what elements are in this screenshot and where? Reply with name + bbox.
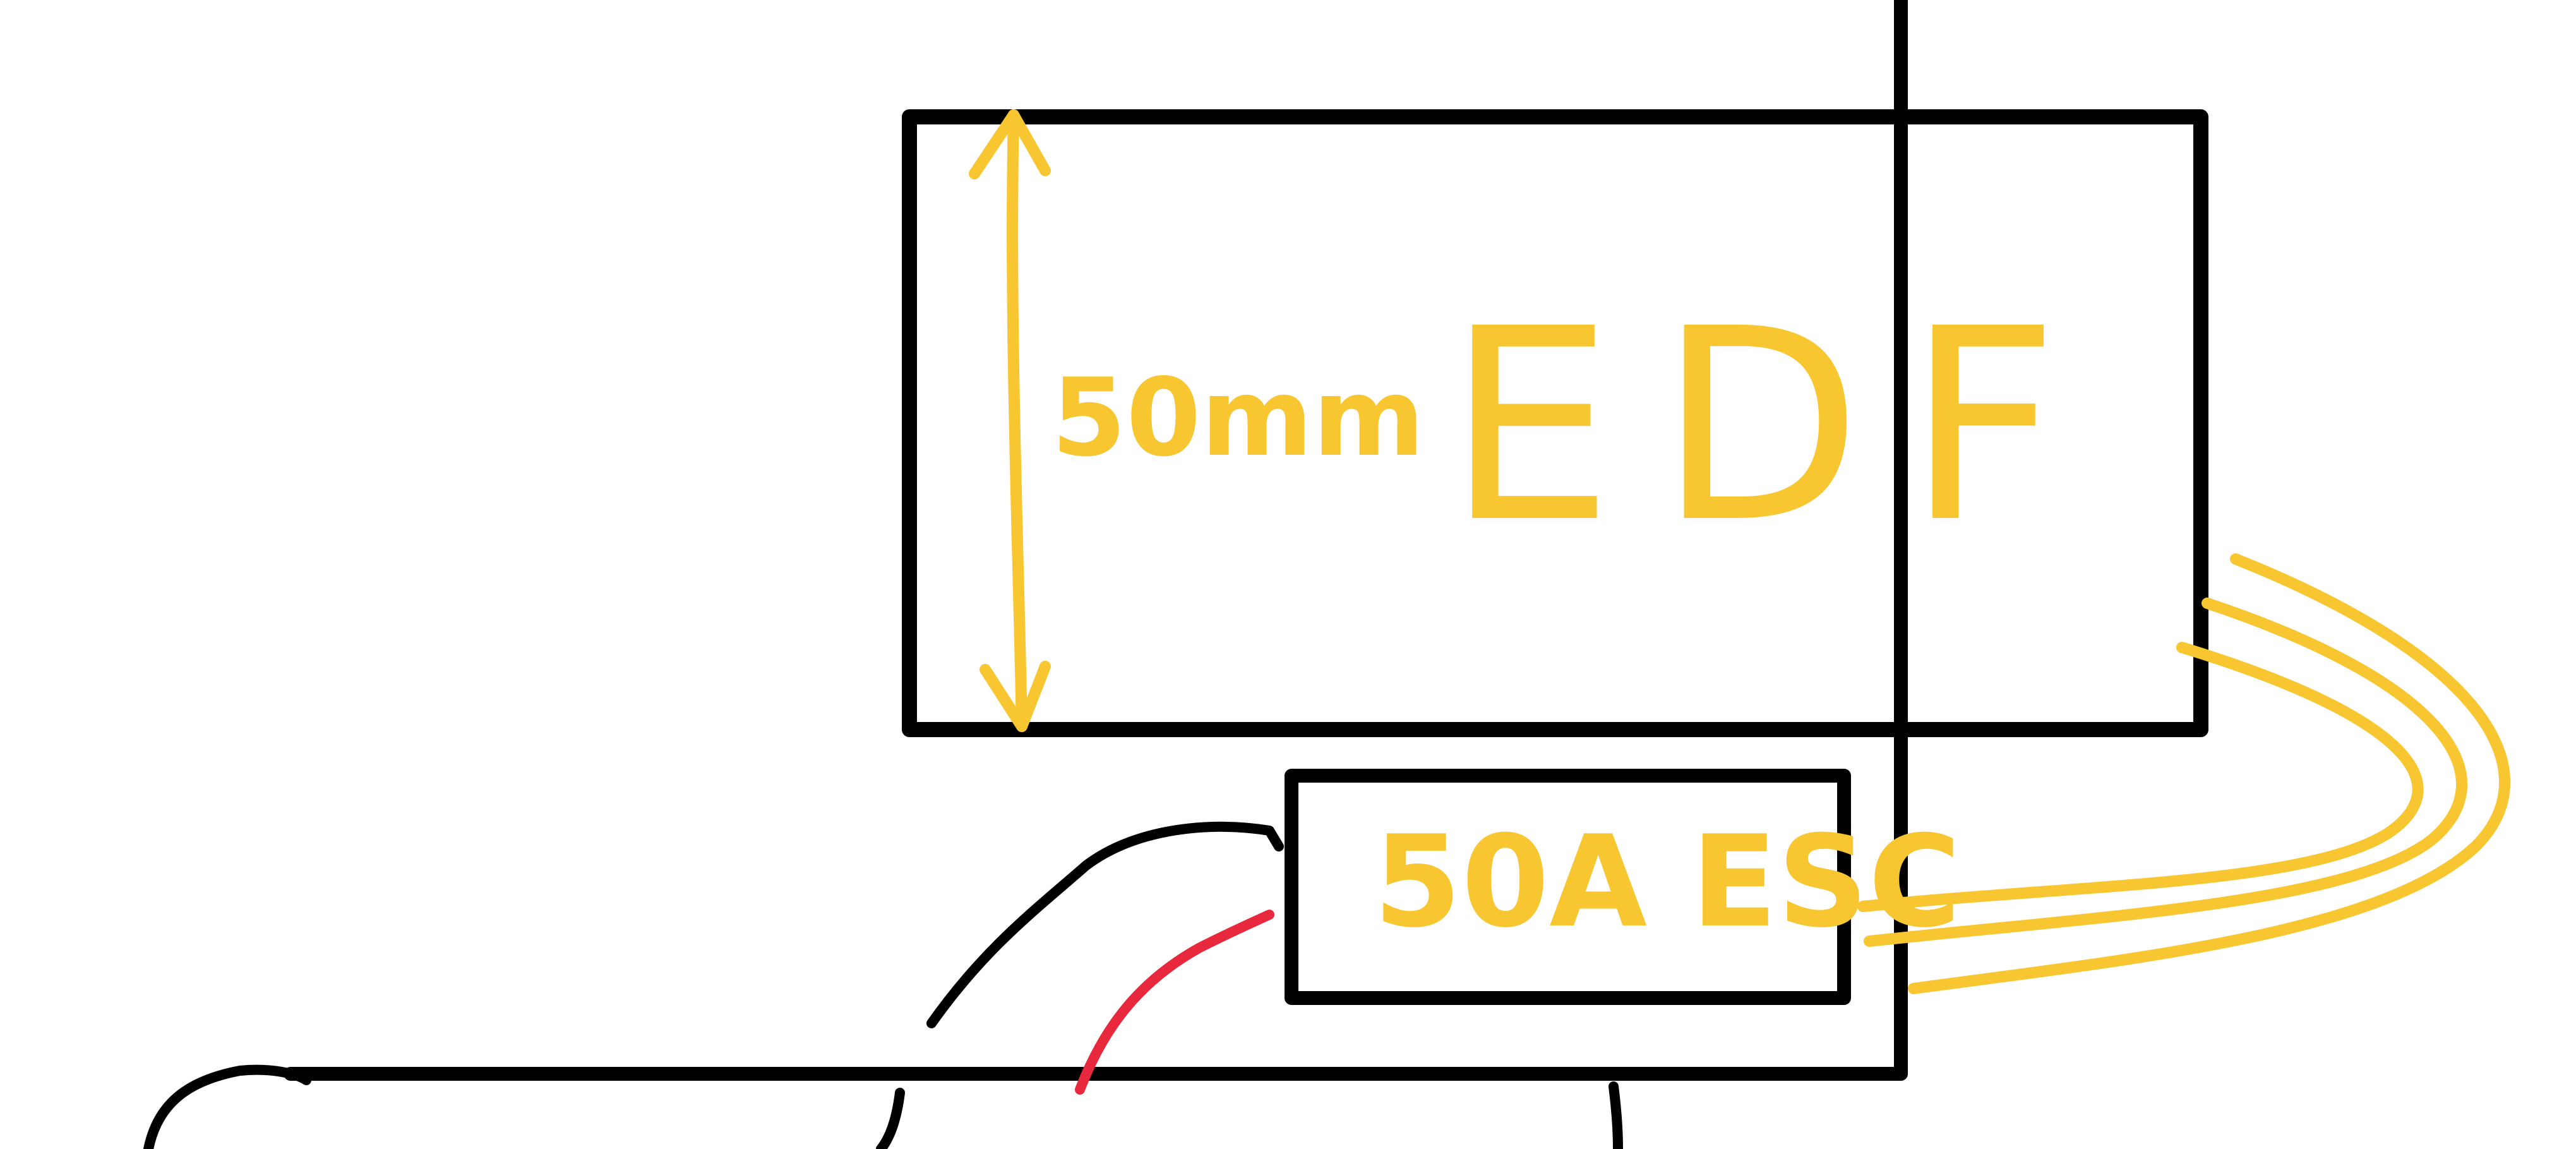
motor-wires — [1857, 553, 2510, 994]
dimension-label: 50mm — [1051, 356, 1425, 481]
red-power-wire — [1075, 910, 1274, 1095]
lower-mid-outline — [876, 1088, 905, 1149]
esc-box — [1285, 769, 1851, 1005]
black-power-wire — [926, 821, 1284, 1028]
dimension-arrow — [969, 109, 1051, 732]
lower-right-outline — [1609, 1081, 1623, 1149]
esc-label: 50A ESC — [1374, 809, 1961, 956]
edf-box — [902, 109, 2208, 737]
lower-left-outline — [143, 1064, 311, 1149]
motor-wire-2 — [1864, 598, 2467, 947]
motor-wire-1 — [1857, 642, 2424, 912]
motor-wire-3 — [1908, 553, 2510, 994]
edf-label: EDF — [1446, 272, 2103, 581]
